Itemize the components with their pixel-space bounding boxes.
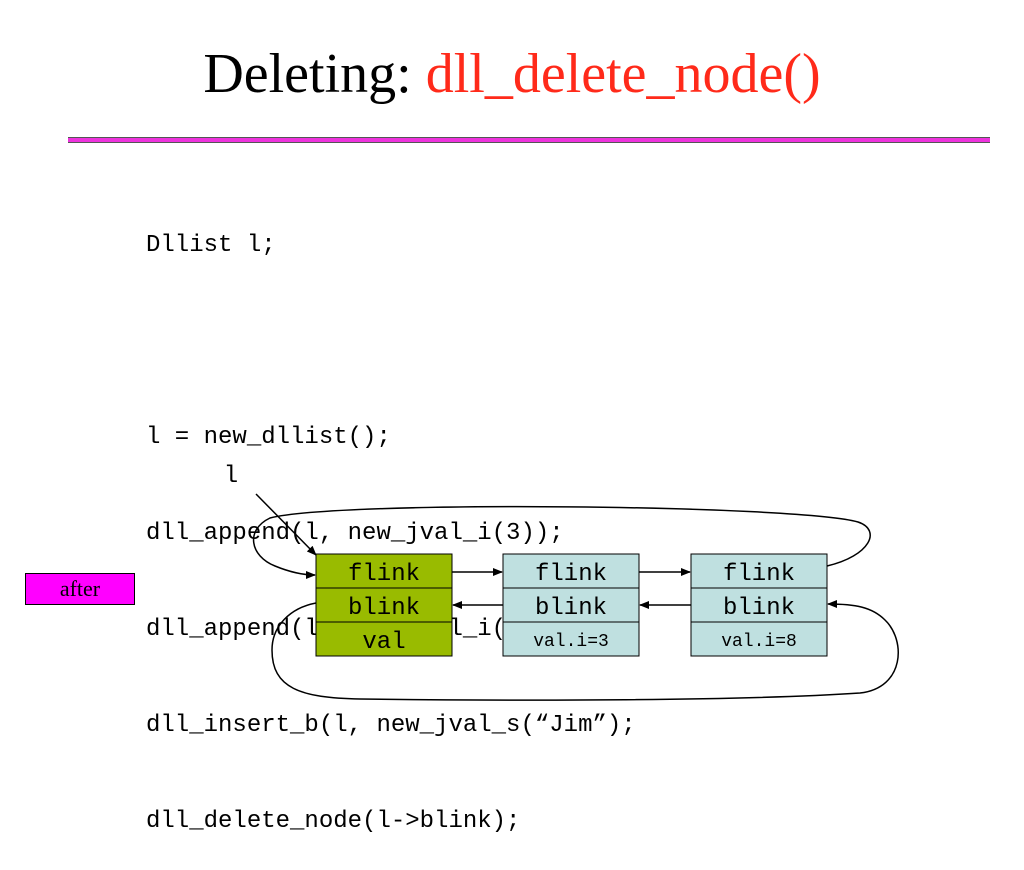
code-line: dll_append(l, new_jval_i(3)); (146, 520, 564, 547)
node-flink-field: flink (348, 561, 420, 588)
node-blink-field: blink (723, 595, 795, 622)
code-line: dll_insert_b(l, new_jval_s(“Jim”); (146, 712, 636, 739)
data-node: flink blink val.i=8 (690, 553, 828, 657)
data-node-box (690, 553, 828, 657)
slide-title: Deleting: dll_delete_node() (0, 38, 1024, 110)
node-blink-field: blink (348, 595, 420, 622)
code-line: l = new_dllist(); (146, 424, 391, 451)
node-flink-field: flink (535, 561, 607, 588)
title-divider (68, 137, 990, 143)
code-line: dll_delete_node(l->blink); (146, 808, 521, 835)
after-label: after (25, 573, 135, 605)
node-val-field: val (362, 629, 405, 656)
code-line: Dllist l; (146, 232, 276, 259)
node-val-field: val.i=3 (533, 632, 609, 652)
title-prefix: Deleting: (203, 43, 426, 105)
sentinel-node-box (315, 553, 453, 657)
title-function-name: dll_delete_node() (425, 43, 821, 105)
node-val-field: val.i=8 (721, 632, 797, 652)
data-node-box (502, 553, 640, 657)
wraparound-blink-arrow (271, 600, 899, 701)
node-flink-field: flink (723, 561, 795, 588)
sentinel-node: flink blink val (315, 553, 453, 657)
linked-list-diagram: l flink blink val flink blink val.i=3 fl… (224, 463, 899, 701)
list-pointer-arrow (255, 493, 317, 556)
wraparound-flink-arrow (253, 505, 871, 579)
list-pointer-label: l (224, 463, 238, 490)
data-node: flink blink val.i=3 (502, 553, 640, 657)
node-blink-field: blink (535, 595, 607, 622)
